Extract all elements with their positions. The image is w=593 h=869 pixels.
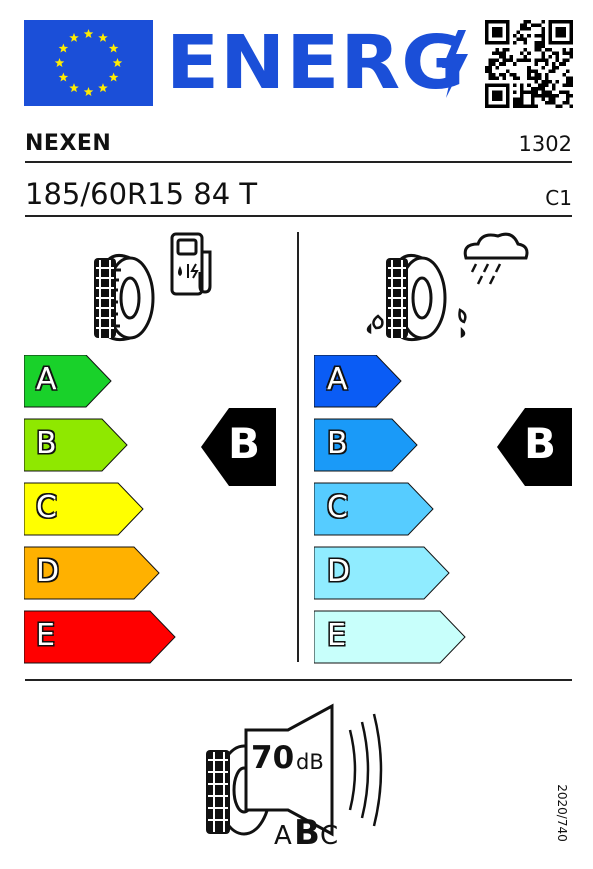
- wet-arrow-b: [313, 418, 418, 472]
- noise-value: 70: [251, 740, 295, 776]
- wet-grip-rating-marker: [497, 408, 572, 486]
- wet-arrow-a: [313, 354, 402, 408]
- noise-class-b: B: [294, 813, 320, 853]
- regulation-reference: 2020/740: [555, 784, 569, 842]
- fuel-class-c: C: [36, 490, 57, 525]
- divider-line: [25, 161, 572, 163]
- fuel-arrow-b: [23, 418, 128, 472]
- wet-class-c: C: [327, 490, 348, 525]
- eu-star: [98, 32, 108, 42]
- fuel-class-a: A: [36, 362, 57, 397]
- eu-star: [69, 83, 79, 93]
- model-identifier: 1302: [518, 132, 572, 156]
- brand-name: NEXEN: [25, 131, 112, 156]
- fuel-class-b: B: [36, 426, 57, 461]
- fuel-arrow-a: [23, 354, 112, 408]
- wet-class-e: E: [327, 618, 346, 653]
- tyre-fuel-pump-icon: [88, 230, 223, 345]
- noise-class-a: A: [274, 821, 292, 851]
- wet-grip-rating: B: [524, 419, 557, 468]
- lightning-bolt-icon: [438, 30, 470, 98]
- eu-star: [83, 29, 94, 39]
- eu-star: [83, 87, 94, 97]
- eu-flag-icon: [24, 20, 153, 106]
- fuel-class-d: D: [36, 554, 60, 589]
- tyre-size: 185/60R15 84 T: [25, 177, 258, 211]
- tyre-class: C1: [545, 186, 572, 210]
- fuel-class-e: E: [36, 618, 55, 653]
- wet-grip-scale: [313, 354, 474, 665]
- fuel-arrow-e: [23, 610, 176, 664]
- tyre-speaker-icon: [200, 700, 400, 850]
- divider-line: [25, 679, 572, 681]
- wet-arrow-e: [313, 610, 466, 664]
- noise-class-c: C: [320, 821, 339, 851]
- column-divider: [297, 232, 299, 662]
- eu-star: [58, 43, 69, 53]
- noise-unit: dB: [296, 750, 324, 774]
- eu-star: [58, 72, 69, 82]
- eu-star: [108, 72, 119, 82]
- wet-class-d: D: [327, 554, 351, 589]
- eu-star: [108, 43, 119, 53]
- eu-star: [112, 58, 123, 68]
- divider-line: [25, 215, 572, 217]
- wet-class-a: A: [327, 362, 348, 397]
- fuel-efficiency-scale: [23, 354, 184, 665]
- wet-arrow-d: [313, 546, 450, 600]
- eu-star: [98, 83, 108, 93]
- fuel-rating: B: [228, 419, 261, 468]
- energy-title: ENERG: [166, 20, 467, 106]
- wet-class-b: B: [327, 426, 348, 461]
- eu-star: [69, 32, 79, 42]
- fuel-arrow-c: [23, 482, 144, 536]
- tyre-rain-cloud-icon: [364, 230, 529, 345]
- qr-code-icon: [485, 20, 573, 108]
- wet-arrow-c: [313, 482, 434, 536]
- eu-star: [54, 58, 65, 68]
- fuel-rating-marker: [201, 408, 276, 486]
- fuel-arrow-d: [23, 546, 160, 600]
